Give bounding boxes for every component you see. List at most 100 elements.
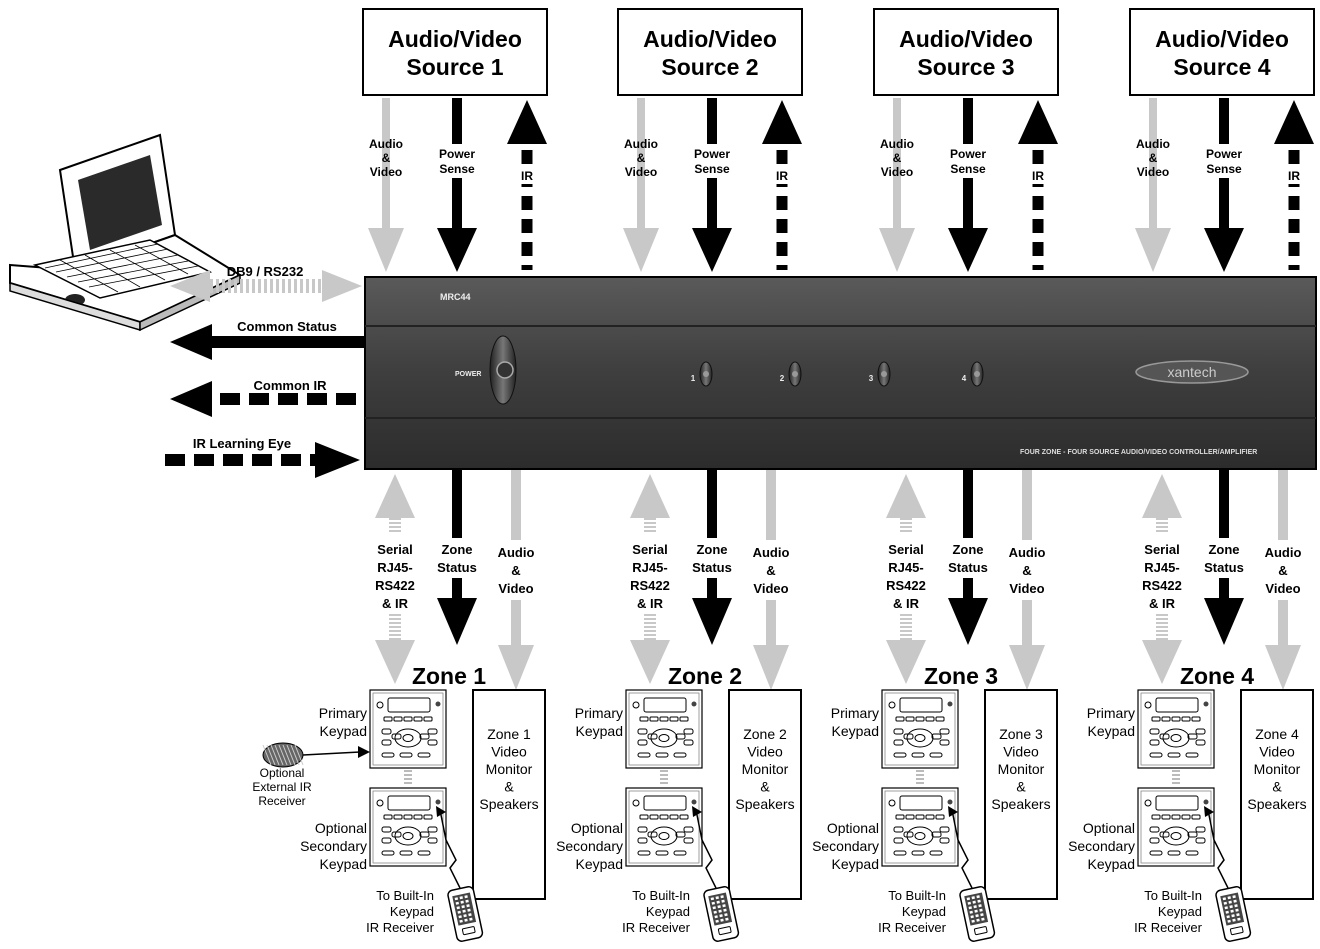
remote-label: Keypad [390, 904, 434, 919]
monitor-label: Zone 1 [487, 726, 531, 742]
primary-keypad-label: Primary [831, 705, 879, 721]
primary-keypad [625, 689, 703, 769]
zone-title: Zone 4 [1180, 663, 1254, 689]
remote-label: Keypad [1158, 904, 1202, 919]
av-label: & [511, 563, 520, 578]
serial-label: RJ45- [888, 560, 923, 575]
mrc44-unit: MRC44 POWER FOUR ZONE - FOUR SOURCE AUDI… [364, 276, 1317, 470]
secondary-keypad-label: Keypad [320, 856, 367, 872]
monitor-label: Monitor [1254, 761, 1301, 777]
serial-label: Serial [1144, 542, 1179, 557]
primary-keypad [369, 689, 447, 769]
monitor-label: & [1272, 779, 1282, 795]
source-button-label: 4 [962, 374, 967, 383]
serial-label: RS422 [1142, 578, 1182, 593]
brand-label: xantech [1167, 364, 1216, 380]
zone-status-label: Zone [952, 542, 983, 557]
model-label: MRC44 [440, 292, 471, 302]
secondary-keypad-label: Optional [827, 820, 879, 836]
source-title: Audio/Video [899, 26, 1033, 52]
zone-status-label: Zone [1208, 542, 1239, 557]
av-label: Audio [880, 137, 914, 151]
secondary-keypad [1137, 787, 1215, 867]
unit-description: FOUR ZONE - FOUR SOURCE AUDIO/VIDEO CONT… [1020, 449, 1257, 456]
monitor-label: & [504, 779, 514, 795]
primary-keypad-label: Keypad [576, 723, 623, 739]
monitor-label: Speakers [991, 796, 1050, 812]
db9-label: DB9 / RS232 [227, 264, 304, 279]
source-button-2: 2 [780, 361, 802, 387]
monitor-label: Zone 4 [1255, 726, 1299, 742]
zone-status-label: Status [437, 560, 477, 575]
serial-label: & IR [893, 596, 920, 611]
handheld-remote-icon [1215, 886, 1252, 942]
source-title: Source 2 [661, 54, 758, 80]
av-label: Audio [1265, 545, 1302, 560]
secondary-keypad-label: Optional [315, 820, 367, 836]
xantech-logo [1135, 360, 1249, 384]
av-label: Audio [369, 137, 403, 151]
av-label: & [1022, 563, 1031, 578]
secondary-keypad [369, 787, 447, 867]
av-label: & [893, 151, 902, 165]
source-title: Source 1 [406, 54, 503, 80]
serial-label: Serial [377, 542, 412, 557]
monitor-label: Speakers [735, 796, 794, 812]
source-button-label: 2 [780, 374, 785, 383]
primary-keypad [881, 689, 959, 769]
remote-label: Keypad [646, 904, 690, 919]
ir-label: IR [1032, 169, 1044, 183]
av-label: Video [753, 581, 788, 596]
secondary-keypad-label: Secondary [300, 838, 367, 854]
common-status-connection: Common Status [170, 319, 364, 360]
zone-status-label: Status [1204, 560, 1244, 575]
monitor-label: Video [1259, 744, 1295, 760]
common-ir-connection: Common IR [170, 378, 362, 417]
serial-label: & IR [637, 596, 664, 611]
monitor-label: Zone 3 [999, 726, 1043, 742]
remote-label: IR Receiver [366, 920, 435, 935]
av-label: & [637, 151, 646, 165]
monitor-label: & [1016, 779, 1026, 795]
ir-eye-label: IR Learning Eye [193, 436, 291, 451]
secondary-keypad-label: Keypad [832, 856, 879, 872]
serial-label: RS422 [630, 578, 670, 593]
power-sense-label: Sense [439, 162, 475, 176]
av-label: Video [1137, 165, 1169, 179]
secondary-keypad-label: Optional [1083, 820, 1135, 836]
remote-label: IR Receiver [878, 920, 947, 935]
monitor-label: Zone 2 [743, 726, 787, 742]
power-sense-label: Sense [1206, 162, 1242, 176]
monitor-label: & [760, 779, 770, 795]
av-label: Audio [1136, 137, 1170, 151]
av-label: & [1149, 151, 1158, 165]
ir-label: IR [521, 169, 533, 183]
power-label: POWER [455, 371, 481, 378]
av-label: Video [1265, 581, 1300, 596]
serial-label: & IR [1149, 596, 1176, 611]
monitor-label: Video [1003, 744, 1039, 760]
secondary-keypad [881, 787, 959, 867]
monitor-label: Monitor [998, 761, 1045, 777]
av-label: Video [370, 165, 402, 179]
external-ir-label: Receiver [258, 794, 305, 808]
power-sense-label: Sense [950, 162, 986, 176]
external-ir-label: Optional [260, 766, 305, 780]
primary-keypad-label: Keypad [832, 723, 879, 739]
serial-label: Serial [632, 542, 667, 557]
monitor-label: Speakers [1247, 796, 1306, 812]
remote-label: To Built-In [632, 888, 690, 903]
